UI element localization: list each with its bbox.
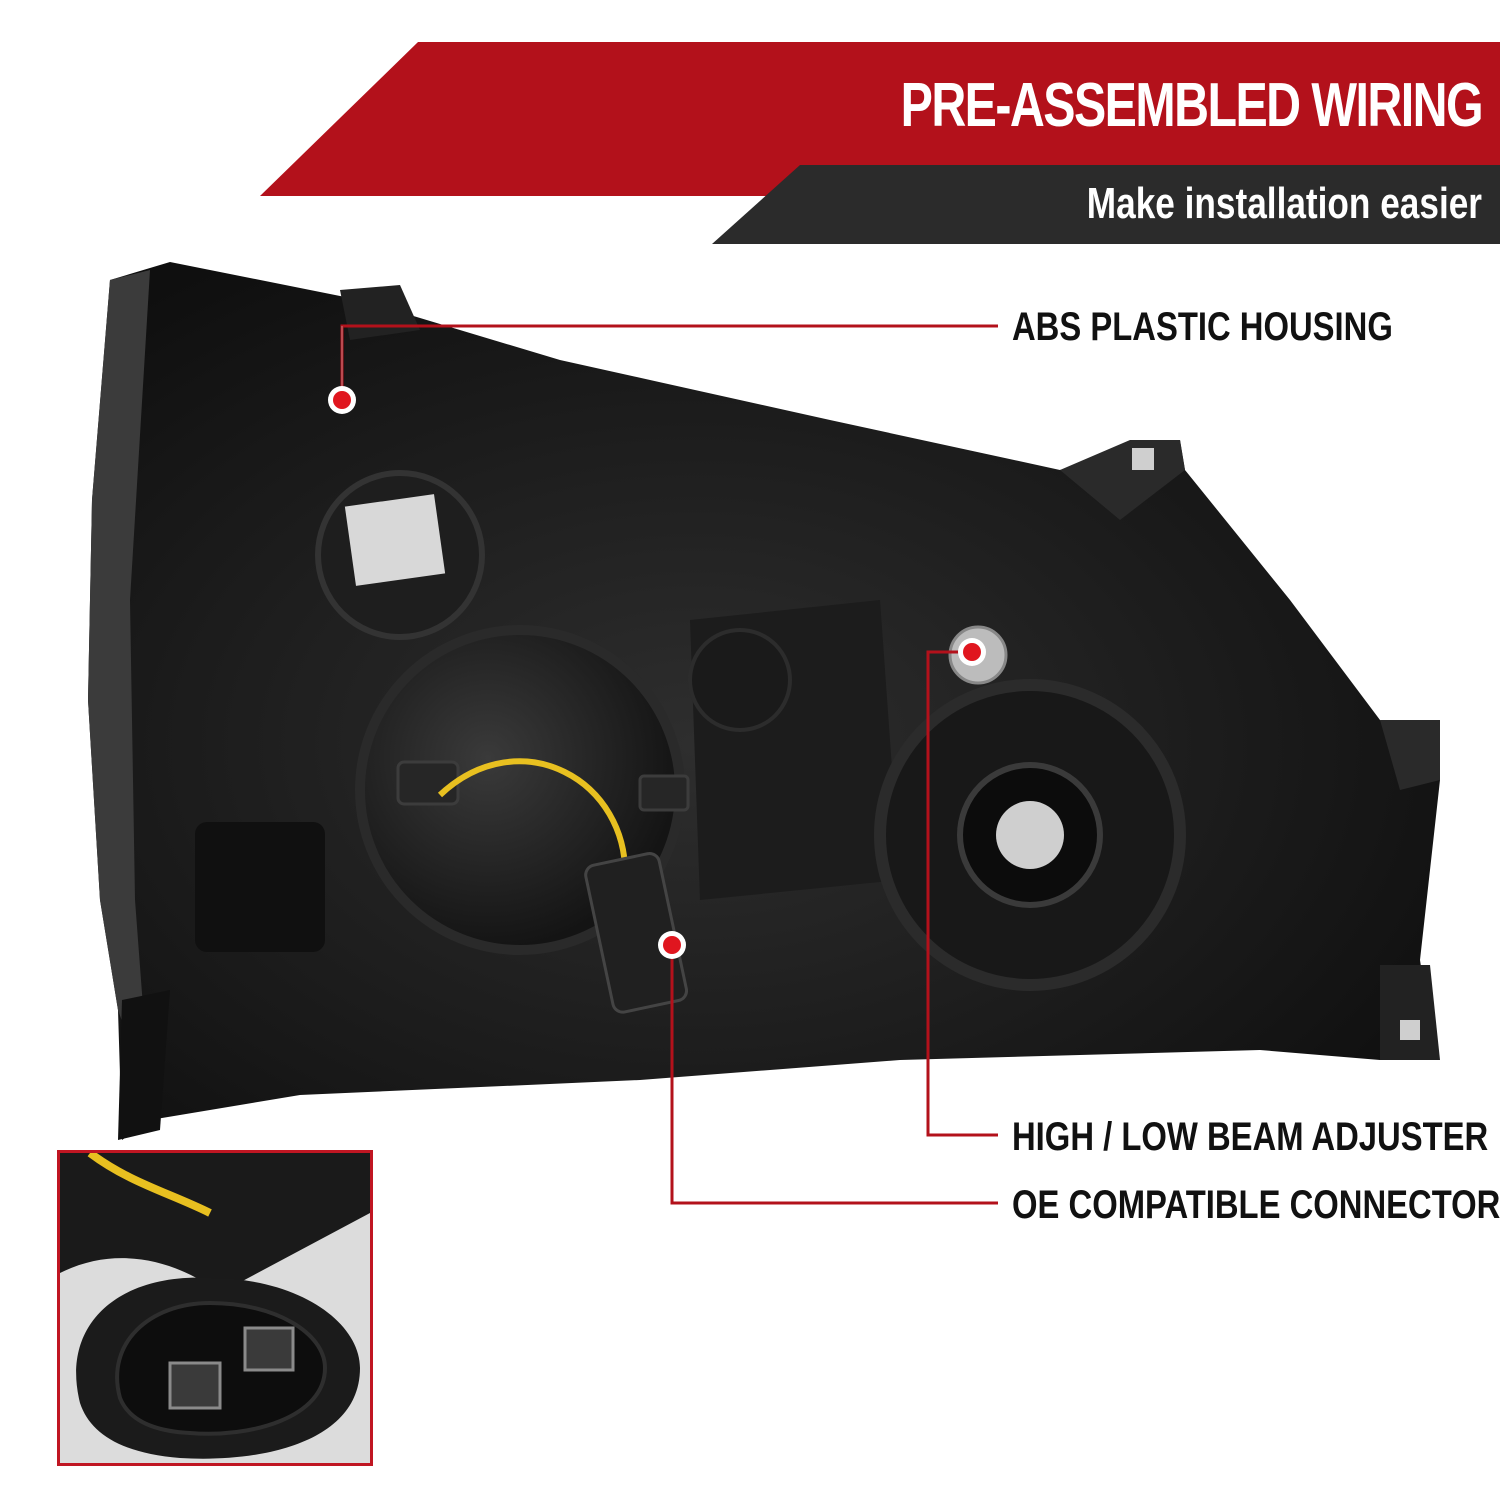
- banner-subtitle: Make installation easier: [1086, 179, 1482, 228]
- leader-line-connector: [670, 945, 998, 1205]
- callout-oe-connector: OE COMPATIBLE CONNECTOR: [1012, 1183, 1500, 1227]
- plug-body: [584, 852, 689, 1014]
- connector-closeup-icon: [60, 1153, 370, 1463]
- banner-title: PRE-ASSEMBLED WIRING: [900, 71, 1484, 140]
- banner-dark-shape: [712, 165, 1500, 244]
- callout-beam-adjuster: HIGH / LOW BEAM ADJUSTER: [1012, 1115, 1489, 1159]
- lens-edge: [88, 270, 150, 1100]
- callout-abs-plastic-housing: ABS PLASTIC HOUSING: [1012, 305, 1393, 349]
- marker-adjuster-icon: [958, 638, 986, 666]
- yellow-wire: [437, 758, 629, 881]
- banner-red-shape: [260, 42, 1500, 196]
- header-banner: [260, 42, 1500, 244]
- marker-housing-icon: [328, 386, 356, 414]
- leader-line-adjuster: [926, 650, 998, 1137]
- marker-connector-icon: [658, 931, 686, 959]
- connector-closeup-inset: [57, 1150, 373, 1466]
